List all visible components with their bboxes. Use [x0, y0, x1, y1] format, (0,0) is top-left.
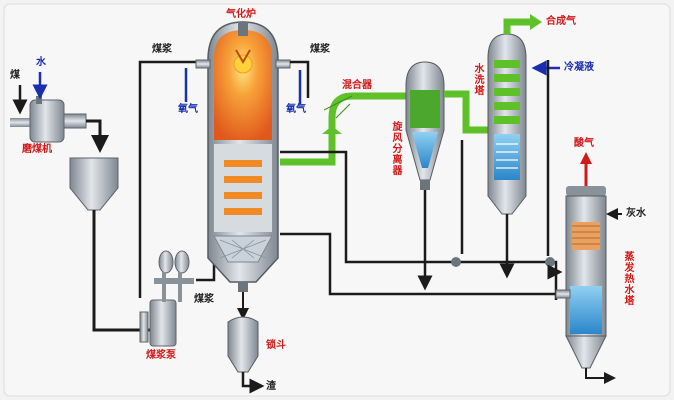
condensate-label: 冷凝液 [564, 62, 594, 73]
gasifier-label: 气化炉 [226, 9, 256, 20]
oxygen-left-label: 氧气 [178, 104, 198, 115]
valve-left [451, 257, 461, 267]
coal-grinder-label: 磨煤机 [22, 144, 52, 155]
valve-right [545, 257, 555, 267]
coal-grinder [10, 96, 87, 143]
slurry-riser-line [138, 60, 208, 298]
slurry-pump-label: 煤浆泵 [146, 350, 176, 361]
scrubber-label: 水洗塔 [474, 64, 485, 97]
slag-label: 渣 [266, 381, 276, 392]
ground-coal-line [86, 119, 109, 153]
syngas-arrow [530, 14, 542, 30]
cyclone-separator [405, 61, 445, 190]
lock-hopper [227, 316, 259, 373]
slurry-left-label: 煤浆 [152, 44, 172, 55]
oxygen-right-label: 氧气 [286, 104, 306, 115]
slurry-to-pump-line [92, 210, 150, 332]
lock-hopper-label: 锁斗 [266, 340, 286, 351]
bottom-water-line [280, 232, 556, 296]
acid-gas-arrow [580, 152, 592, 164]
gasifier-vessel [207, 21, 279, 292]
syngas-label: 合成气 [546, 16, 576, 27]
syngas-out-line [503, 18, 532, 34]
slurry-pump-unit [139, 250, 194, 347]
mixer-label: 混合器 [342, 80, 372, 91]
gas-to-scrubber-line [444, 90, 498, 134]
evaporation-tower [565, 186, 607, 369]
acid-gas-label: 酸气 [574, 138, 594, 149]
coal-input-label: 煤 [10, 70, 20, 81]
slurry-tank [69, 157, 119, 211]
grey-water-label: 灰水 [626, 208, 646, 219]
slag-out-line [241, 372, 265, 394]
slurry-right-label: 煤浆 [310, 44, 330, 55]
tower-out-line [585, 368, 616, 384]
scrubber-tower [487, 33, 527, 215]
water-input-label: 水 [36, 57, 46, 68]
slurry-bottom-line [196, 262, 216, 282]
evaporation-tower-label: 蒸发热水塔 [624, 252, 635, 307]
slurry-bottom-label: 煤浆 [194, 294, 214, 305]
mixer-arrow [322, 126, 342, 134]
cyclone-separator-label: 旋风分离器 [392, 122, 403, 177]
slurry-right-line [290, 60, 310, 98]
